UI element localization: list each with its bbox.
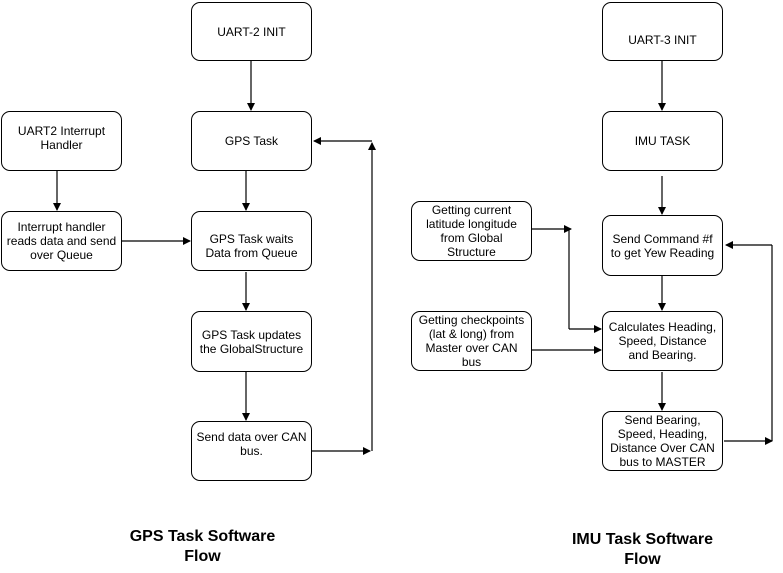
- uart3-init-label: UART-3 INIT: [628, 32, 697, 47]
- send-bearing-label: Send Bearing, Speed, Heading, Distance O…: [610, 413, 715, 469]
- current-lat-long-label: Getting current latitude longitude from …: [426, 203, 517, 259]
- checkpoints-box: Getting checkpoints (lat & long) from Ma…: [411, 311, 532, 371]
- calculates-label: Calculates Heading, Speed, Distance and …: [608, 320, 717, 362]
- calculates-box: Calculates Heading, Speed, Distance and …: [602, 311, 723, 371]
- gps-task-waits-label: GPS Task waits Data from Queue: [205, 232, 298, 260]
- gps-send-can-label: Send data over CAN bus.: [196, 430, 307, 458]
- uart2-init-label: UART-2 INIT: [217, 24, 286, 39]
- gps-updates-box: GPS Task updates the GlobalStructure: [191, 311, 312, 372]
- interrupt-handler-label: Interrupt handler reads data and send ov…: [6, 220, 117, 262]
- uart2-interrupt-box: UART2 Interrupt Handler: [1, 111, 122, 171]
- gps-updates-label: GPS Task updates the GlobalStructure: [199, 327, 304, 356]
- uart2-init-box: UART-2 INIT: [191, 2, 312, 61]
- send-command-box: Send Command #f to get Yew Reading: [602, 215, 723, 276]
- gps-send-can-box: Send data over CAN bus.: [191, 421, 312, 481]
- send-bearing-box: Send Bearing, Speed, Heading, Distance O…: [602, 411, 723, 471]
- uart2-interrupt-label: UART2 Interrupt Handler: [17, 124, 106, 152]
- imu-flow-caption: IMU Task Software Flow: [571, 531, 714, 568]
- gps-flow-caption: GPS Task Software Flow: [129, 528, 276, 565]
- checkpoints-label: Getting checkpoints (lat & long) from Ma…: [418, 313, 525, 369]
- gps-task-box: GPS Task: [191, 111, 312, 171]
- gps-task-waits-box: GPS Task waits Data from Queue: [191, 211, 312, 271]
- uart3-init-box: UART-3 INIT: [602, 2, 723, 61]
- send-command-label: Send Command #f to get Yew Reading: [610, 231, 715, 260]
- imu-task-box: IMU TASK: [602, 111, 723, 171]
- current-lat-long-box: Getting current latitude longitude from …: [411, 201, 532, 261]
- gps-task-label: GPS Task: [224, 134, 279, 148]
- imu-task-label: IMU TASK: [634, 134, 691, 148]
- interrupt-handler-box: Interrupt handler reads data and send ov…: [1, 211, 122, 271]
